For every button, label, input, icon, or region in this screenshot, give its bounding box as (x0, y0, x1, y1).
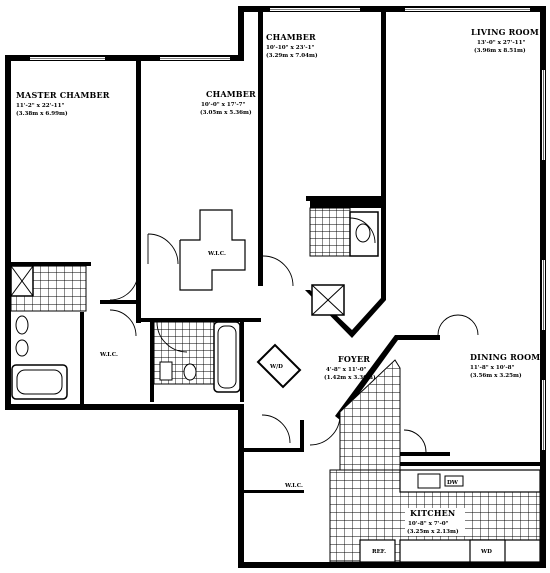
dining-room-name: DINING ROOM (470, 352, 540, 362)
chamber-top-name: CHAMBER (266, 32, 316, 42)
master-chamber-dim-ft: 11'-2" x 22'-11" (16, 103, 64, 109)
wic-left-label: W.I.C. (99, 352, 118, 358)
chamber-top-dim-ft: 10'-10" x 23'-1" (266, 45, 314, 51)
living-room-dim-ft: 13'-0" x 27'-11" (477, 40, 525, 46)
wd-kitchen-label: WD (480, 549, 492, 555)
doors (109, 217, 479, 453)
dining-room-dim-m: (3.56m x 3.25m) (470, 372, 522, 379)
living-room-name: LIVING ROOM (471, 27, 539, 37)
fixture-labels: W.I.C. W.I.C. W.I.C. W/D DW REF. WD (99, 251, 492, 555)
living-room-dim-m: (3.96m x 8.51m) (474, 47, 526, 54)
kitchen-dim-ft: 10'-8" x 7'-0" (408, 521, 449, 527)
chamber-top-dim-m: (3.29m x 7.04m) (266, 52, 318, 59)
windows (30, 8, 545, 450)
interior-walls (11, 12, 540, 493)
chamber-middle-name: CHAMBER (206, 89, 256, 99)
wd-label: W/D (269, 364, 283, 370)
dw-label: DW (447, 480, 459, 486)
kitchen-name: KITCHEN (410, 508, 455, 518)
foyer-dim-m: (1.42m x 3.36m) (324, 374, 376, 381)
ref-label: REF. (372, 549, 386, 555)
kitchen-dim-m: (3.25m x 2.13m) (407, 528, 459, 535)
master-chamber-dim-m: (3.38m x 6.99m) (16, 110, 68, 117)
foyer-dim-ft: 4'-8" x 11'-0" (326, 367, 367, 373)
foyer-name: FOYER (338, 354, 370, 364)
room-labels: MASTER CHAMBER 11'-2" x 22'-11" (3.38m x… (16, 27, 540, 535)
wic-foyer-label: W.I.C. (284, 483, 303, 489)
master-chamber-name: MASTER CHAMBER (16, 90, 110, 100)
wic-middle-label: W.I.C. (207, 251, 226, 257)
closets (10, 196, 541, 563)
chamber-middle-dim-ft: 10'-0" x 17'-7" (201, 102, 246, 108)
dining-room-dim-ft: 11'-8" x 10'-8" (470, 365, 515, 371)
chamber-middle-dim-m: (3.05m x 5.36m) (200, 109, 252, 116)
